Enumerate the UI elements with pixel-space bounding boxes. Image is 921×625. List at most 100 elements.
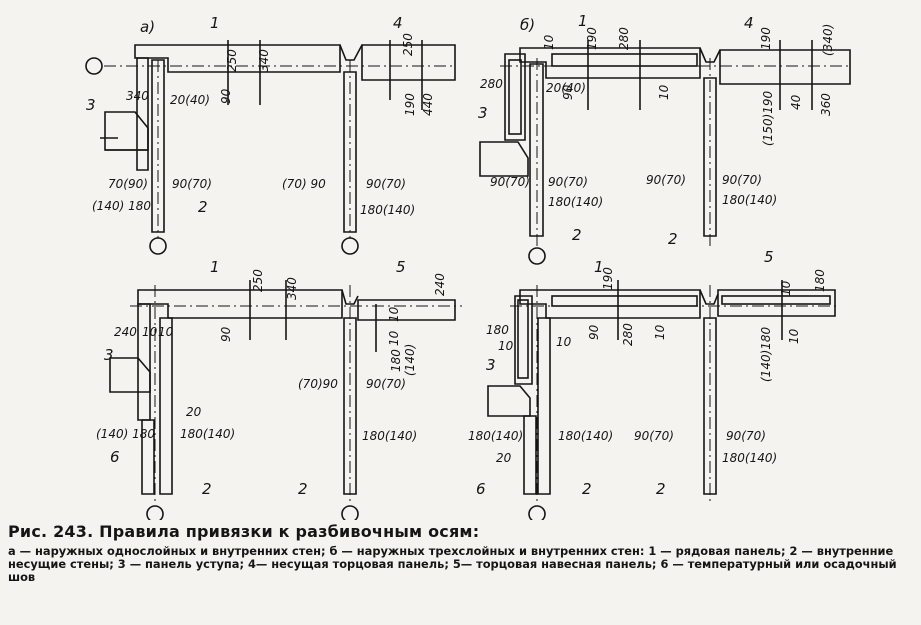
- caption-legend: а — наружных однослойных и внутренних ст…: [8, 545, 913, 584]
- dim-text: 340: [126, 89, 149, 103]
- panel-d-text: 1 5 3 6 2 2 190 10 180 180 10 10 90 280 …: [468, 248, 827, 498]
- outer-wall-left: [504, 53, 526, 141]
- label-2: 2: [582, 480, 592, 498]
- end-panel-4: [719, 49, 851, 85]
- dim-text: 240: [114, 325, 137, 339]
- dim-text: 250: [225, 49, 239, 72]
- dim-text: 20(40): [170, 93, 210, 107]
- dim-text: 180: [486, 323, 509, 337]
- expansion-joint-6: [523, 415, 537, 495]
- label-4: 4: [744, 14, 754, 32]
- dim-text: (140) 180: [96, 427, 155, 441]
- dim-text: 10: [142, 325, 158, 339]
- wall-joint: [699, 47, 721, 63]
- panel-letter: а): [140, 18, 155, 36]
- dim-text: 340: [285, 277, 299, 300]
- caption-title: Рис. 243. Правила привязки к разбивочным…: [8, 522, 480, 541]
- dim-text: 190: [585, 27, 599, 50]
- axis-marker-circle: [528, 247, 546, 265]
- dim-text: 90(70): [548, 175, 588, 189]
- label-2: 2: [572, 226, 582, 244]
- axis-marker-circle: [341, 505, 359, 520]
- dim-text: 20: [186, 405, 202, 419]
- dim-text: 20: [496, 451, 512, 465]
- dim-text: 250: [401, 33, 415, 56]
- label-2: 2: [202, 480, 212, 498]
- label-3: 3: [104, 346, 114, 364]
- dim-text: (70) 90: [282, 177, 326, 191]
- dim-text: 180(140): [360, 203, 415, 217]
- label-2: 2: [198, 198, 208, 216]
- dim-text: 360: [819, 93, 833, 116]
- label-1: 1: [210, 14, 220, 32]
- outer-wall-slab-three-layer: [519, 47, 701, 79]
- label-2: 2: [656, 480, 666, 498]
- dim-text: 10: [556, 335, 572, 349]
- end-panel-4: [361, 44, 456, 81]
- panel-a-text: а) 1 4 3 2 250 340 250 20(40) 340 90 190…: [86, 14, 435, 217]
- dim-text: 180(140): [468, 429, 523, 443]
- step-panel-3: [487, 385, 531, 417]
- panel-b-text: б) 1 4 3 2 2 10 190 280 190 (340) 280 20…: [478, 12, 835, 248]
- label-5: 5: [764, 248, 774, 266]
- dim-text: 90(70): [172, 177, 212, 191]
- dim-text: 340: [257, 49, 271, 72]
- dim-text: (140) 180: [92, 199, 151, 213]
- insulation-layer: [517, 299, 529, 379]
- dim-text: 10: [653, 324, 667, 340]
- dim-text: 70(90): [108, 177, 148, 191]
- axis-marker-circle: [341, 237, 359, 255]
- inner-bearing-wall-left: [537, 317, 551, 495]
- inner-bearing-wall-left: [159, 317, 173, 495]
- panel-d: [487, 280, 840, 520]
- axis-marker-circle: [85, 57, 103, 75]
- inner-bearing-wall-left: [151, 59, 165, 233]
- dim-text: 40: [789, 94, 803, 110]
- dim-text: 90(70): [366, 377, 406, 391]
- dim-text: 180: [813, 269, 827, 292]
- dim-text: (70)90: [298, 377, 338, 391]
- end-panel-5: [357, 299, 456, 321]
- label-3: 3: [478, 104, 488, 122]
- outer-wall-slab: [137, 289, 343, 319]
- insulation-layer: [551, 53, 698, 67]
- label-3: 3: [86, 96, 96, 114]
- inner-bearing-wall-right: [343, 71, 357, 233]
- inner-bearing-wall-right: [343, 317, 357, 495]
- outer-wall-slab-three-layer: [519, 289, 701, 319]
- dim-text: 10: [387, 306, 401, 322]
- dim-text: 280: [621, 323, 635, 346]
- panel-b: [479, 40, 851, 265]
- wall-joint: [699, 289, 719, 305]
- dim-text: 10: [657, 84, 671, 100]
- dim-text: 90: [219, 88, 233, 104]
- dim-text: (140)180: [759, 326, 773, 382]
- dim-text: 180(140): [180, 427, 235, 441]
- axis-marker-circle: [149, 237, 167, 255]
- figure-caption: Рис. 243. Правила привязки к разбивочным…: [8, 522, 913, 584]
- dim-text: 180(140): [722, 193, 777, 207]
- dim-text: 90(70): [634, 429, 674, 443]
- caption-line-1: а — наружных однослойных и внутренних ст…: [8, 544, 897, 584]
- inner-bearing-wall-right: [703, 317, 717, 495]
- dim-text: 240: [433, 273, 447, 296]
- dim-text: 10: [498, 339, 514, 353]
- inner-bearing-wall-right: [703, 77, 717, 237]
- step-panel-3: [479, 141, 529, 177]
- axis-marker-circle: [146, 505, 164, 520]
- label-2: 2: [298, 480, 308, 498]
- dim-text: 190: [759, 27, 773, 50]
- label-6: 6: [476, 480, 486, 498]
- label-1: 1: [210, 258, 220, 276]
- outer-wall-left: [514, 295, 533, 385]
- dim-text: 190: [403, 93, 417, 116]
- axis-marker-circle: [528, 505, 546, 520]
- dim-text: 10: [158, 325, 174, 339]
- dim-text: 440: [421, 93, 435, 116]
- panel-c: [109, 280, 462, 520]
- dim-text: 10: [787, 328, 801, 344]
- wall-joint: [339, 44, 363, 61]
- dim-text: 90: [561, 84, 575, 100]
- label-2: 2: [668, 230, 678, 248]
- panel-a: [85, 40, 456, 255]
